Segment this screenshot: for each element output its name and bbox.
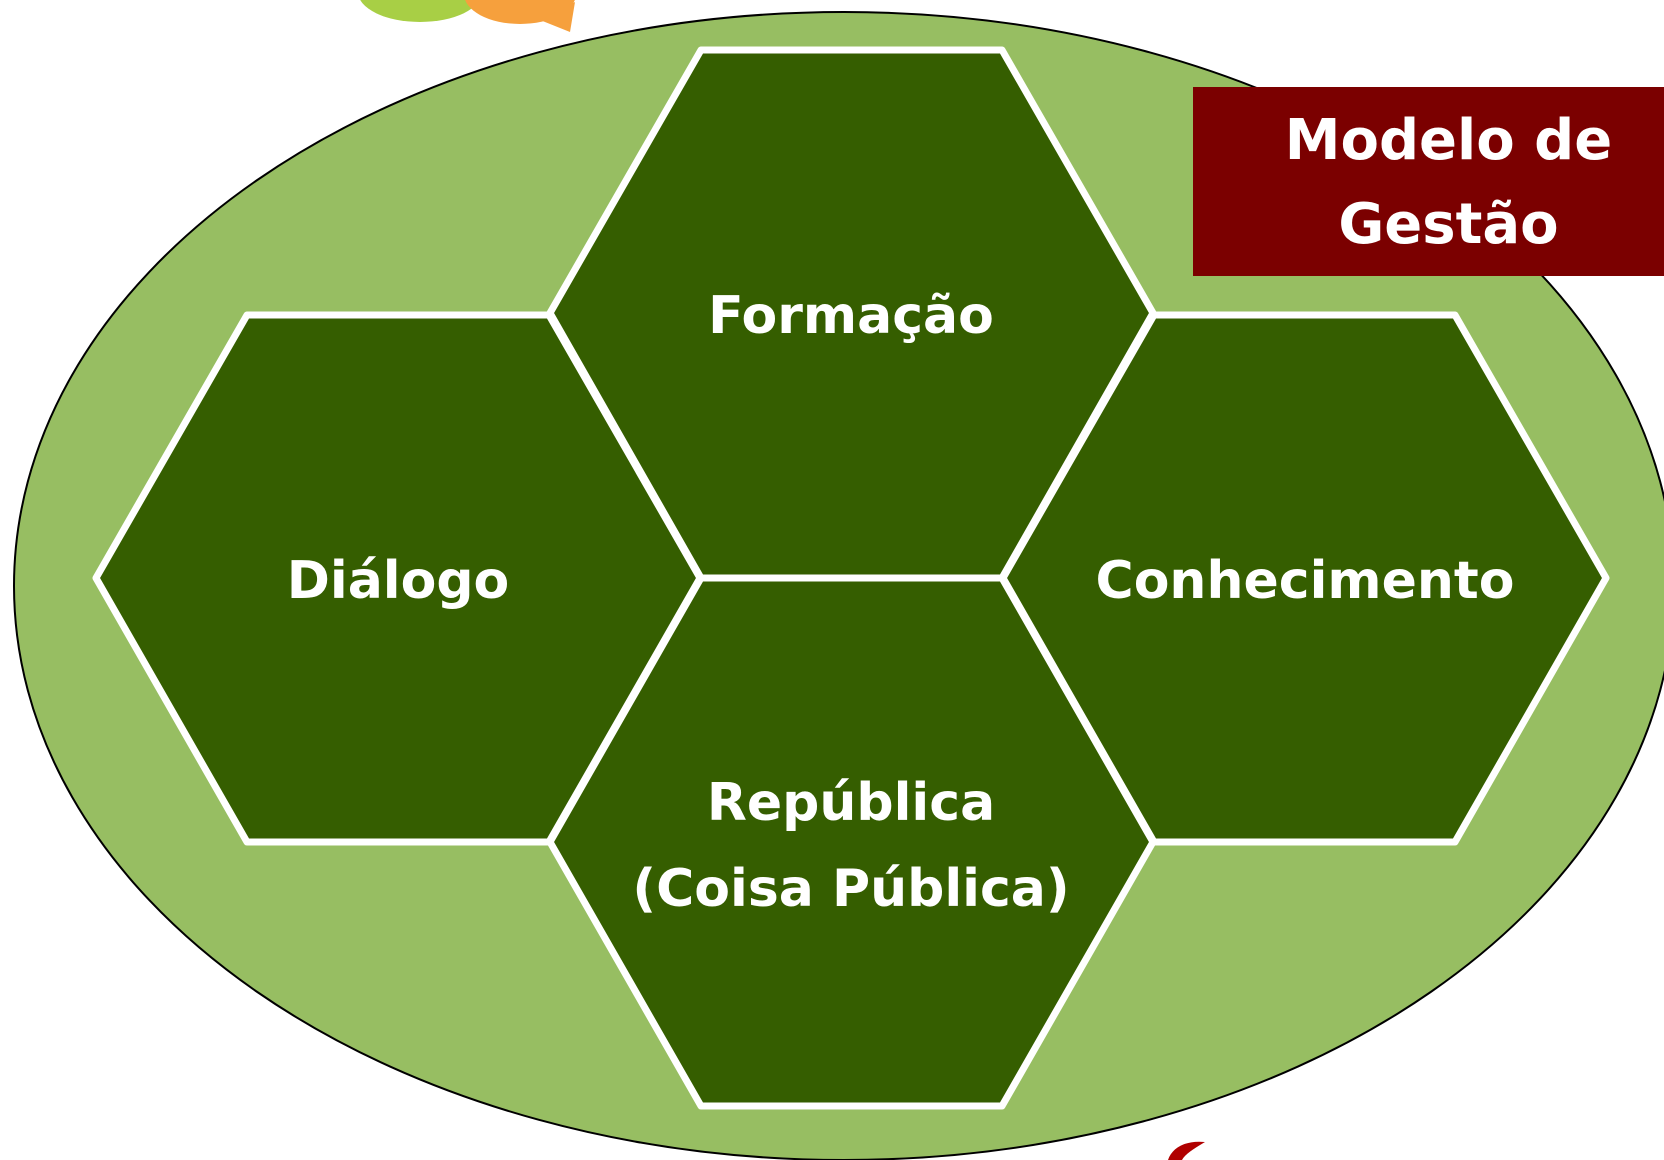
title-line-1: Modelo de [1284, 108, 1613, 173]
hexagon-label-coisa-publica: (Coisa Pública) [632, 859, 1069, 919]
hexagon-label-republica: República [707, 773, 995, 833]
title-box: Modelo de Gestão [1193, 87, 1664, 276]
logo-fragment-bottom [1168, 1141, 1205, 1160]
logo-fragment-top [360, 0, 575, 32]
hexagon-label-dialogo: Diálogo [287, 551, 510, 611]
hexagon-bottom [546, 574, 1157, 1110]
hexagon-label-formacao: Formação [708, 286, 994, 346]
hexagon-label-conhecimento: Conhecimento [1096, 551, 1515, 611]
title-line-2: Gestão [1338, 192, 1559, 257]
